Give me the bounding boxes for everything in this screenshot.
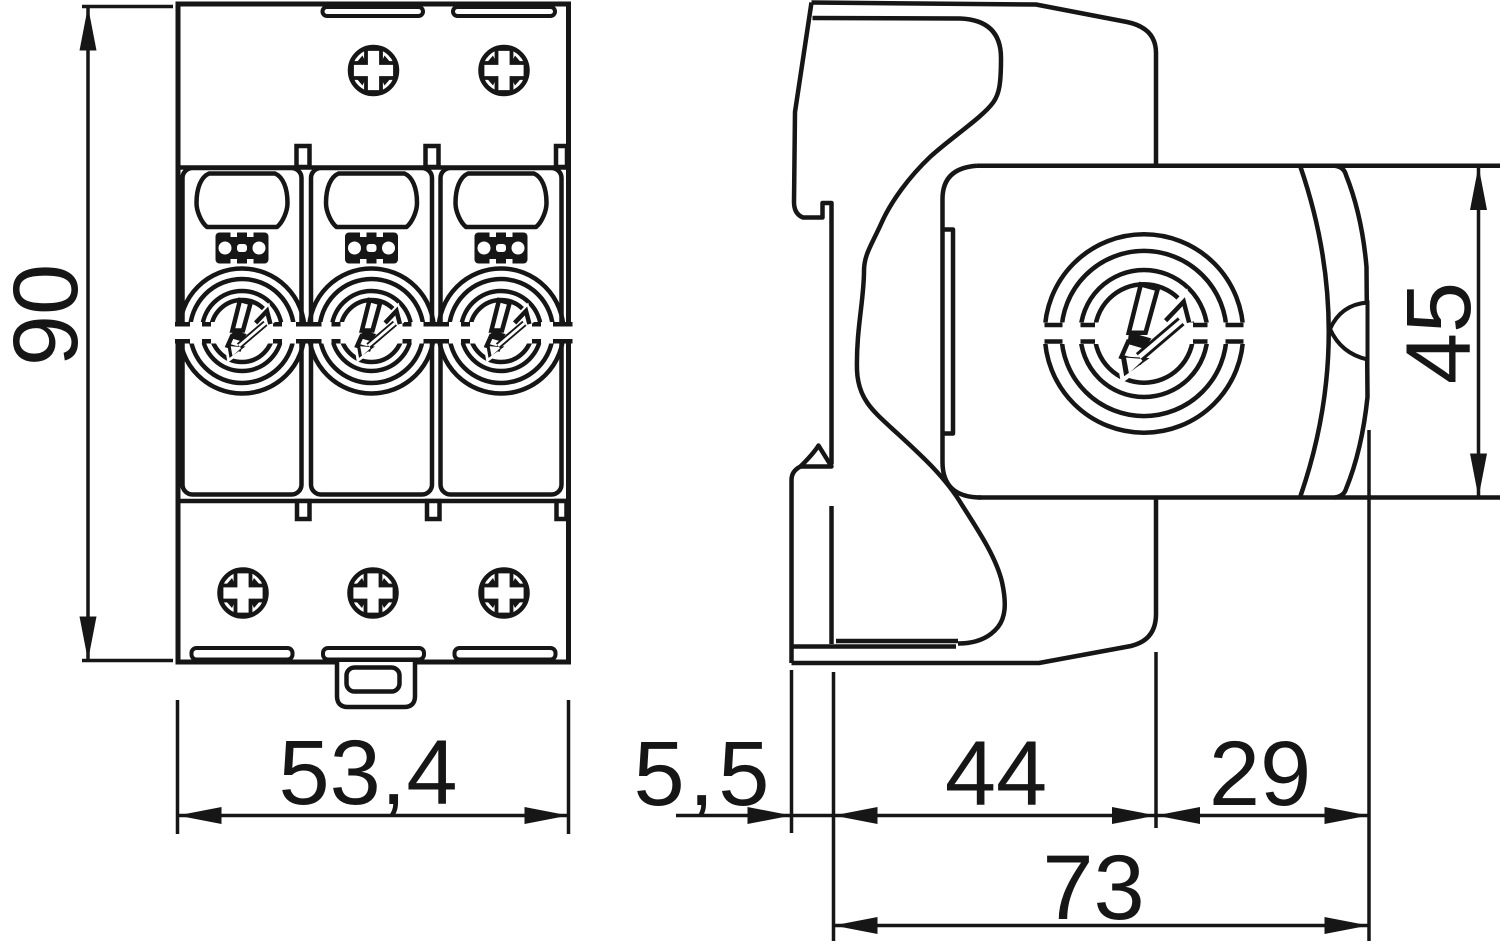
svg-text:29: 29 xyxy=(1209,723,1311,825)
svg-text:45: 45 xyxy=(1388,282,1490,384)
svg-text:53,4: 53,4 xyxy=(278,722,457,824)
svg-text:73: 73 xyxy=(1042,837,1144,939)
svg-text:90: 90 xyxy=(0,264,97,366)
svg-text:5,5: 5,5 xyxy=(634,723,774,825)
svg-text:44: 44 xyxy=(945,723,1047,825)
